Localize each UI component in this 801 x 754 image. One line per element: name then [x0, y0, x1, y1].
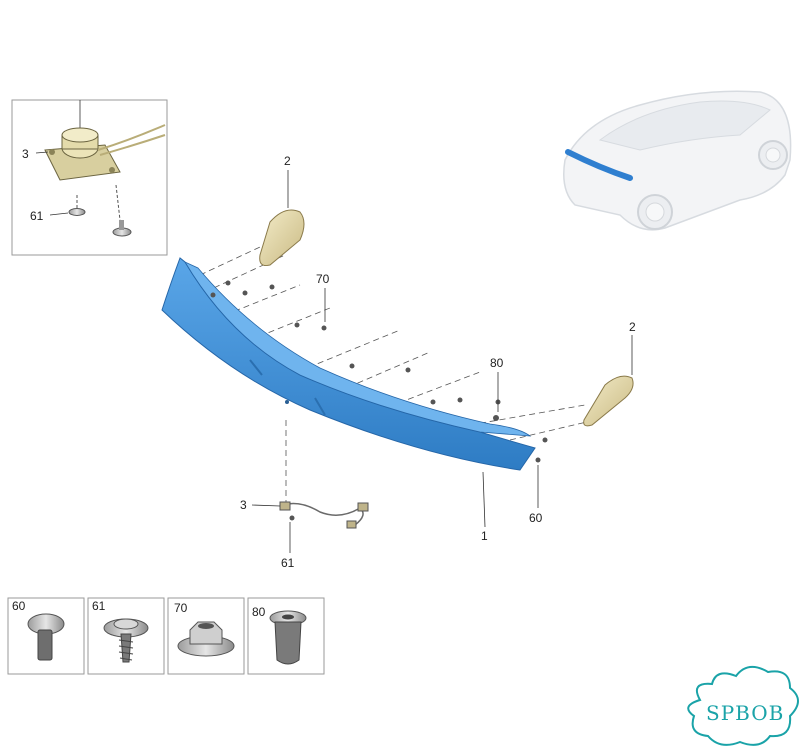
legend-number-60: 60 [12, 599, 26, 613]
legend-60: 60 [7, 597, 85, 675]
callout-61-harness: 61 [281, 556, 295, 570]
wiring-harness-part-3 [279, 501, 369, 529]
sensor-detail-inset [11, 99, 168, 256]
sensor-part-3-drawing [44, 124, 166, 181]
callout-70: 70 [316, 272, 330, 286]
vehicle-location-thumbnail [563, 90, 792, 231]
flange-nut-icon [177, 621, 235, 657]
screw-61-inset-drawing [68, 184, 132, 237]
washer-head-screw-icon [103, 618, 149, 663]
legend-61: 61 [87, 597, 165, 675]
legend-number-80: 80 [252, 605, 266, 619]
callout-3-inset: 3 [22, 147, 29, 161]
bracket-part-2-right [583, 375, 634, 427]
callout-2-right: 2 [629, 320, 636, 334]
highlighted-spoiler-on-vehicle [565, 149, 633, 181]
watermark-text: SPBOB [706, 701, 784, 725]
legend-number-70: 70 [174, 601, 188, 615]
button-head-bolt-icon [27, 613, 65, 661]
callout-3-harness: 3 [240, 498, 247, 512]
callout-61-inset: 61 [30, 209, 44, 223]
legend-80: 80 [247, 597, 325, 675]
callout-60: 60 [529, 511, 543, 525]
spoiler-fasteners [210, 280, 548, 463]
rear-spoiler-part-1 [161, 257, 536, 471]
spbob-watermark-logo: SPBOB [687, 665, 799, 746]
callout-2-left: 2 [284, 154, 291, 168]
rivet-nut-icon [269, 610, 307, 665]
legend-70: 70 [167, 597, 245, 675]
callout-1: 1 [481, 529, 488, 543]
legend-number-61: 61 [92, 599, 106, 613]
bracket-part-2-left [259, 209, 305, 266]
callout-80: 80 [490, 356, 504, 370]
